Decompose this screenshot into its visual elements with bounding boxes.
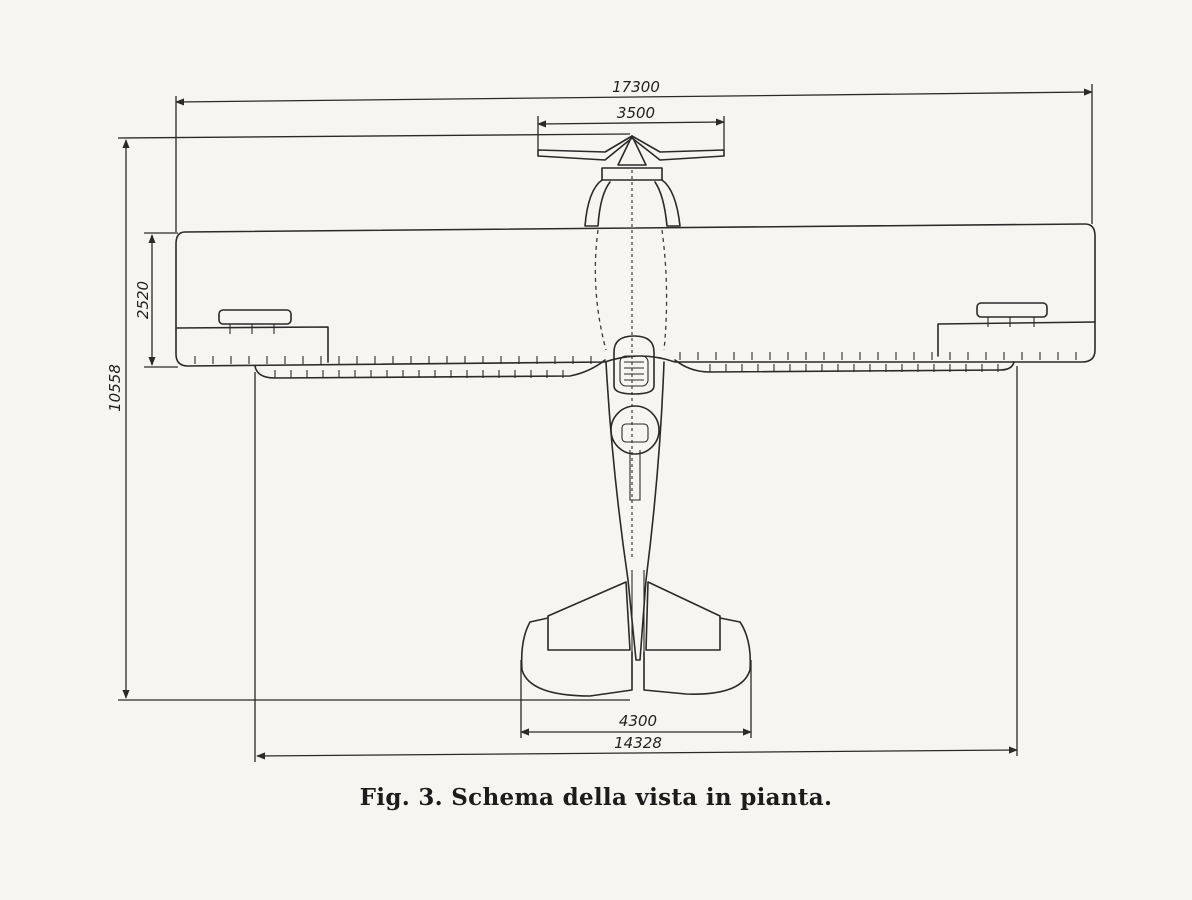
rear-cockpit	[610, 405, 660, 455]
dimension-lower-span: 14328	[254, 366, 1018, 762]
wingspan-label: 17300	[612, 78, 660, 96]
fuselage	[594, 170, 668, 661]
right-aileron	[937, 321, 1096, 357]
figure-caption: Fig. 3. Schema della vista in pianta.	[359, 784, 833, 811]
front-cockpit	[613, 335, 655, 395]
spinner	[617, 135, 647, 166]
dimension-tailplane: 4300	[520, 660, 752, 738]
right-aileron-fitting	[976, 302, 1048, 318]
dimension-wing-chord: 2520	[134, 232, 178, 368]
upper-wing	[175, 223, 1096, 367]
lower-span-label: 14328	[614, 734, 662, 752]
propeller	[537, 135, 725, 166]
left-aileron	[175, 326, 329, 363]
length-label: 10558	[106, 364, 124, 412]
left-aileron-fitting	[218, 309, 292, 325]
dimension-propeller: 3500	[537, 104, 725, 150]
right-elevator	[643, 617, 752, 695]
propeller-label: 3500	[617, 104, 655, 122]
tailplane-label: 4300	[619, 712, 657, 730]
left-elevator	[520, 617, 633, 697]
lower-wing	[254, 359, 1015, 379]
tailplane	[520, 570, 752, 697]
left-stabilizer	[547, 581, 631, 651]
right-stabilizer	[645, 581, 721, 651]
engine-cowling	[584, 167, 681, 227]
dimension-wingspan: 17300	[175, 78, 1093, 232]
wing-chord-label: 2520	[134, 281, 152, 319]
dimension-length: 10558	[106, 133, 631, 701]
